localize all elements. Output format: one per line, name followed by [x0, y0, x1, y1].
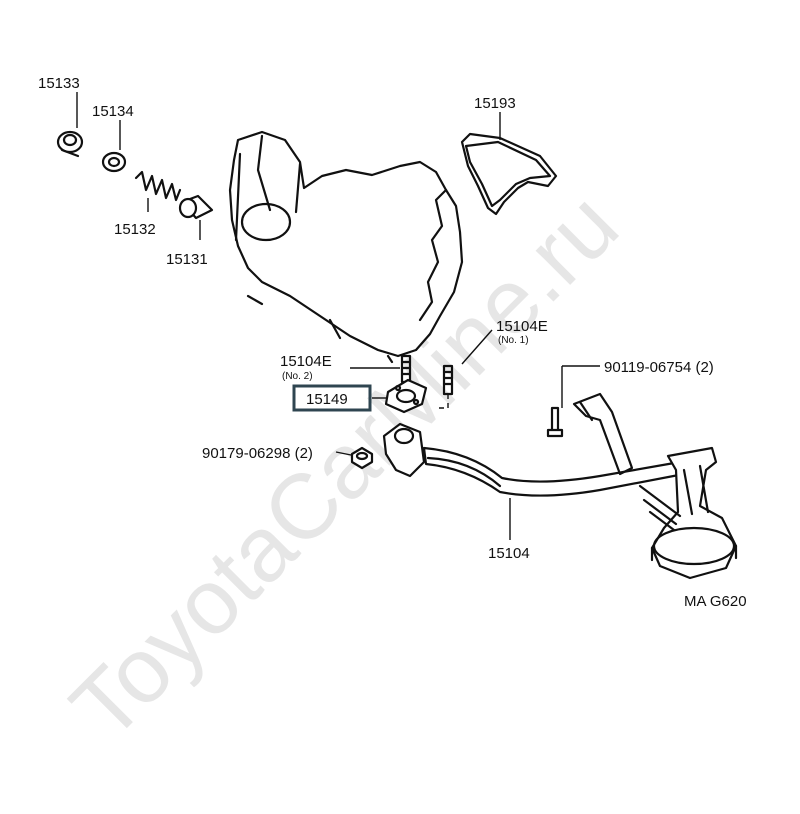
transmission-case — [228, 130, 464, 364]
label-15133: 15133 — [38, 75, 80, 92]
highlight-box-15149 — [292, 384, 372, 412]
part-15134-ring — [101, 120, 127, 173]
part-15132-spring — [134, 170, 182, 212]
diagram-code: MA G620 — [684, 593, 747, 610]
label-15134: 15134 — [92, 103, 134, 120]
part-15193-gasket — [460, 112, 558, 216]
label-15193: 15193 — [474, 95, 516, 112]
label-15149: 15149 — [306, 391, 348, 408]
label-15104: 15104 — [488, 545, 530, 562]
label-15104e-no2: 15104E — [280, 353, 332, 370]
label-15104e-no1-sub: (No. 1) — [498, 335, 529, 346]
part-15133-plug — [56, 92, 84, 158]
part-15131-piston — [178, 194, 214, 240]
part-15104-strainer — [382, 365, 738, 580]
part-90179-nut — [335, 446, 374, 470]
label-15104e-no1: 15104E — [496, 318, 548, 335]
label-15132: 15132 — [114, 221, 156, 238]
part-15104e-no1-stud — [438, 329, 493, 409]
label-15104e-no2-sub: (No. 2) — [282, 371, 313, 382]
label-15131: 15131 — [166, 251, 208, 268]
label-90179: 90179-06298 (2) — [202, 445, 313, 462]
label-90119: 90119-06754 (2) — [604, 359, 714, 376]
part-15149-gasket — [372, 378, 428, 414]
